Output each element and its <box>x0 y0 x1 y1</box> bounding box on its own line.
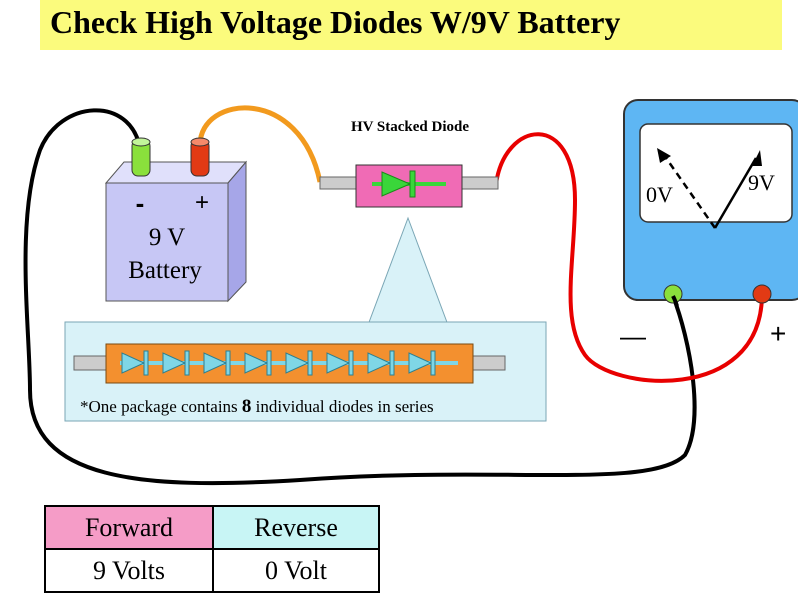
diode-cathode-bar <box>348 350 354 376</box>
diode-cathode-bar <box>266 350 272 376</box>
callout-pointer <box>367 216 449 326</box>
battery-voltage-label: 9 V <box>149 224 185 251</box>
diode-label: HV Stacked Diode <box>351 119 469 135</box>
diode-element-icon <box>121 352 146 374</box>
red-wire-top <box>494 132 764 383</box>
needle-zero <box>662 154 717 229</box>
stacked-diode-icons <box>121 350 436 376</box>
battery: - + 9 V Battery <box>104 137 248 303</box>
diode-element-icon <box>326 352 351 374</box>
hv-stacked-diode <box>319 164 499 208</box>
diode-cathode-bar <box>307 350 313 376</box>
diode-cathode-bar <box>225 350 231 376</box>
title-bar: Check High Voltage Diodes W/9V Battery <box>40 0 782 50</box>
diode-element-icon <box>367 352 392 374</box>
voltmeter: 0V 9V <box>623 99 798 304</box>
meter-negative-terminal <box>663 284 683 304</box>
meter-left-label: 0V <box>646 182 673 207</box>
stacked-diode-detail <box>73 343 506 384</box>
black-wire-long <box>23 108 697 486</box>
needle-nine <box>713 157 758 229</box>
meter-positive-terminal <box>752 284 772 304</box>
meter-plus-sign: + <box>770 318 786 349</box>
results-table: Forward Reverse 9 Volts 0 Volt <box>44 505 380 593</box>
forward-value: 9 Volts <box>44 548 214 593</box>
reverse-value: 0 Volt <box>212 548 380 593</box>
reverse-header: Reverse <box>212 505 380 550</box>
diode-cathode-bar <box>430 350 436 376</box>
meter-dial <box>639 123 793 223</box>
battery-minus-label: - <box>136 188 145 218</box>
diode-element-icon <box>203 352 228 374</box>
battery-plus-label: + <box>195 189 209 216</box>
page-title: Check High Voltage Diodes W/9V Battery <box>50 4 621 40</box>
diode-cathode-bar <box>389 350 395 376</box>
diode-symbol-icon <box>381 171 412 197</box>
diode-element-icon <box>408 352 433 374</box>
battery-name-label: Battery <box>128 257 202 284</box>
forward-header: Forward <box>44 505 214 550</box>
meter-minus-sign: — <box>620 321 646 351</box>
callout-text: *One package contains 8 individual diode… <box>80 396 434 417</box>
orange-wire <box>197 105 323 183</box>
diode-element-icon <box>244 352 269 374</box>
diode-element-icon <box>162 352 187 374</box>
diode-element-icon <box>285 352 310 374</box>
diode-count: 8 <box>242 396 252 417</box>
meter-right-label: 9V <box>748 170 775 195</box>
diode-cathode-bar <box>143 350 149 376</box>
diode-cathode-bar <box>184 350 190 376</box>
